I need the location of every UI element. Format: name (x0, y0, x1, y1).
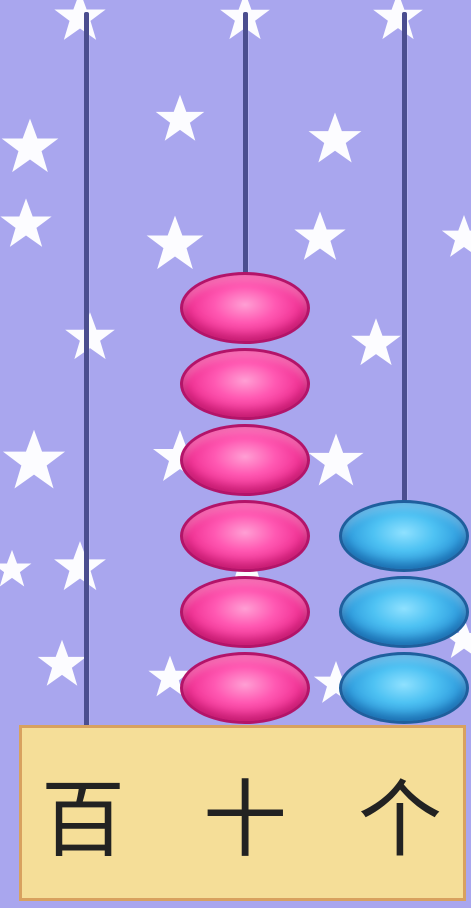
place-label-ones: 个 (355, 778, 445, 862)
tens-bead-6 (180, 272, 310, 344)
rod-hundreds (84, 12, 89, 728)
tens-bead-5 (180, 348, 310, 420)
rod-ones (402, 12, 407, 502)
tens-bead-2 (180, 576, 310, 648)
tens-bead-1 (180, 652, 310, 724)
tens-bead-3 (180, 500, 310, 572)
place-label-tens: 十 (200, 778, 290, 862)
ones-bead-2 (339, 576, 469, 648)
ones-bead-1 (339, 652, 469, 724)
tens-bead-4 (180, 424, 310, 496)
ones-bead-3 (339, 500, 469, 572)
rod-tens (243, 12, 248, 274)
place-label-hundreds: 百 (38, 778, 128, 862)
